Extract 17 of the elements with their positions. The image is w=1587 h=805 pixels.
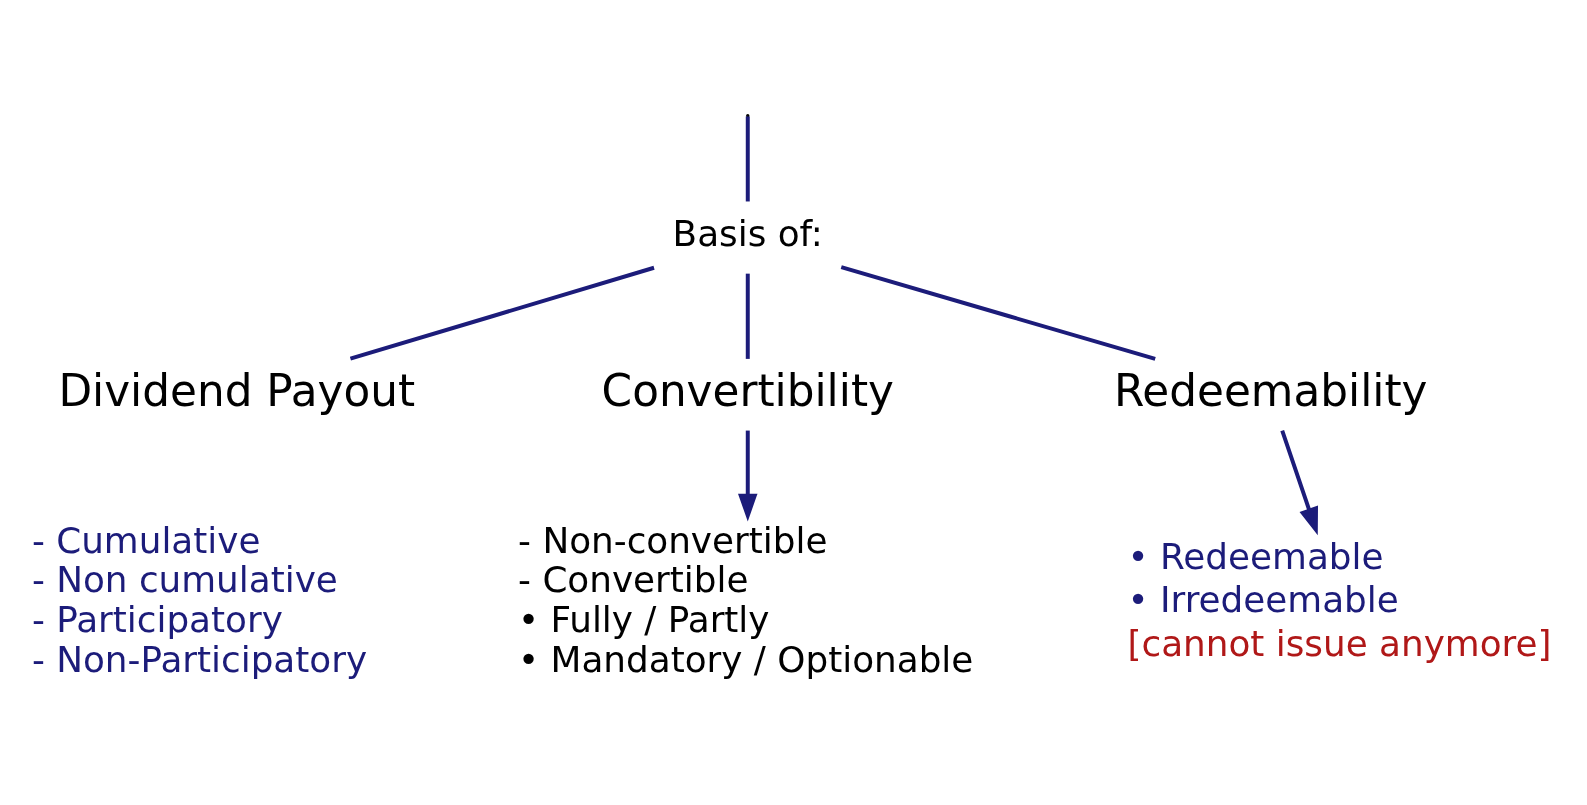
node-text: Redeemability [1113,364,1428,416]
label: - Non cumulative [31,558,338,600]
arrow [738,430,758,522]
node-text: - Non-convertible - Convertible • Fully / Partly • Mandatory / Optionable [518,519,974,680]
node-text: Basis of: [672,212,823,254]
label: - Non-Participatory [31,638,368,680]
connector [745,115,750,201]
node-text: Dividend Payout [58,364,416,416]
node-text: • Redeemable • Irredeemable [1127,535,1399,620]
connector [745,273,750,359]
arrow [1280,429,1318,535]
label: - Cumulative [31,519,261,561]
connector [349,265,655,361]
connector [840,264,1156,361]
label: - Participatory [31,598,283,640]
node-text: Convertibility [601,364,894,416]
node-label: [cannot issue anymore] [1127,622,1552,664]
